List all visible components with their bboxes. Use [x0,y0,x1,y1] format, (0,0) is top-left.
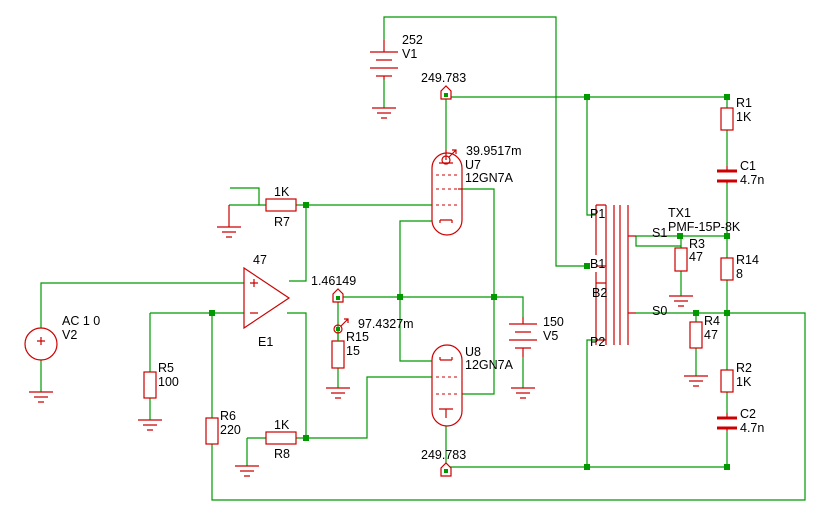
v5-value: 150 [543,315,564,329]
r1-label: R1 [736,96,752,110]
voltage-probe-cathode: 1.46149 [311,274,356,303]
voltage-probe-bottom: 249.783 [421,448,466,477]
resistor-r14: R14 8 [720,253,759,281]
tx1-pin-p2: P2 [590,335,605,349]
ground-icon [138,419,162,431]
ac-source-v2: AC 1 0 V2 [24,314,100,361]
r2-label: R2 [736,361,752,375]
ground-icon [29,391,53,403]
c2-value: 4.7n [740,421,764,435]
ground-icon [326,387,350,399]
c2-label: C2 [740,407,756,421]
r3-value: 47 [689,250,703,264]
r6-label: R6 [220,409,236,423]
r1-value: 1K [736,110,752,124]
r15-label: R15 [346,330,369,344]
battery-v1: 252 V1 [370,33,423,80]
u8-model: 12GN7A [465,358,514,372]
tx1-pin-b2: B2 [592,286,607,300]
u7-model: 12GN7A [465,171,514,185]
e1-label: E1 [258,335,273,349]
tx1-pin-s0: S0 [652,304,667,318]
r2-value: 1K [736,375,752,389]
resistor-r2: R2 1K [720,361,752,393]
cathode-voltage: 1.46149 [311,274,356,288]
r8-value: 1K [274,418,290,432]
capacitor-c2: C2 4.7n [717,407,764,435]
capacitor-c1: C1 4.7n [717,159,764,187]
current-probe-r15: 97.4327m [333,317,414,341]
tx1-label: TX1 [668,206,691,220]
r4-label: R4 [704,314,720,328]
ground-symbols [29,107,708,477]
r3-label: R3 [689,237,705,251]
tube-u8: U8 12GN7A [431,344,514,427]
v2-label: V2 [62,328,77,342]
resistor-r6: R6 220 [205,409,241,445]
ground-icon [511,387,535,399]
amplifier-e1: 47 E1 [243,253,291,349]
tx1-pin-b1: B1 [590,257,605,271]
cathode-current: 97.4327m [358,317,414,331]
junction-dots [209,94,730,470]
resistor-r15: R15 15 [331,330,369,369]
tube-u7: U7 12GN7A [431,150,514,236]
battery-v5: 150 V5 [509,315,564,357]
resistor-r3: R3 47 [674,237,705,272]
v2-value: AC 1 0 [62,314,100,328]
resistor-r5: R5 100 [143,361,179,399]
r15-value: 15 [346,344,360,358]
e1-gain: 47 [253,253,267,267]
ground-icon [235,465,259,477]
r5-label: R5 [158,361,174,375]
resistor-r7: 1K R7 [265,185,297,229]
resistor-r8: 1K R8 [265,418,297,461]
c1-value: 4.7n [740,173,764,187]
bottom-plate-voltage: 249.783 [421,448,466,462]
v1-value: 252 [402,33,423,47]
ground-icon [217,205,241,238]
v5-label: V5 [543,329,558,343]
u8-label: U8 [465,345,481,359]
r14-value: 8 [736,267,743,281]
current-probe-u7: 39.9517m [441,144,522,165]
ground-icon [372,107,396,119]
u7-plate-current: 39.9517m [466,144,522,158]
r8-label: R8 [274,447,290,461]
r5-value: 100 [158,375,179,389]
ground-icon [669,295,693,307]
r6-value: 220 [220,423,241,437]
tx1-pin-p1: P1 [590,207,605,221]
transformer-tx1: TX1 PMF-15P-8K P1 B1 B2 P2 S1 S0 [590,204,741,349]
voltage-probe-top: 249.783 [421,71,466,100]
r4-value: 47 [704,328,718,342]
tx1-model: PMF-15P-8K [668,220,741,234]
r14-label: R14 [736,253,759,267]
resistor-r1: R1 1K [720,96,752,131]
r7-label: R7 [274,215,290,229]
ground-icon [684,375,708,387]
v1-label: V1 [402,47,417,61]
tx1-pin-s1: S1 [652,226,667,240]
c1-label: C1 [740,159,756,173]
u7-label: U7 [465,158,481,172]
top-plate-voltage: 249.783 [421,71,466,85]
r7-value: 1K [274,185,290,199]
resistor-r4: R4 47 [689,314,720,349]
